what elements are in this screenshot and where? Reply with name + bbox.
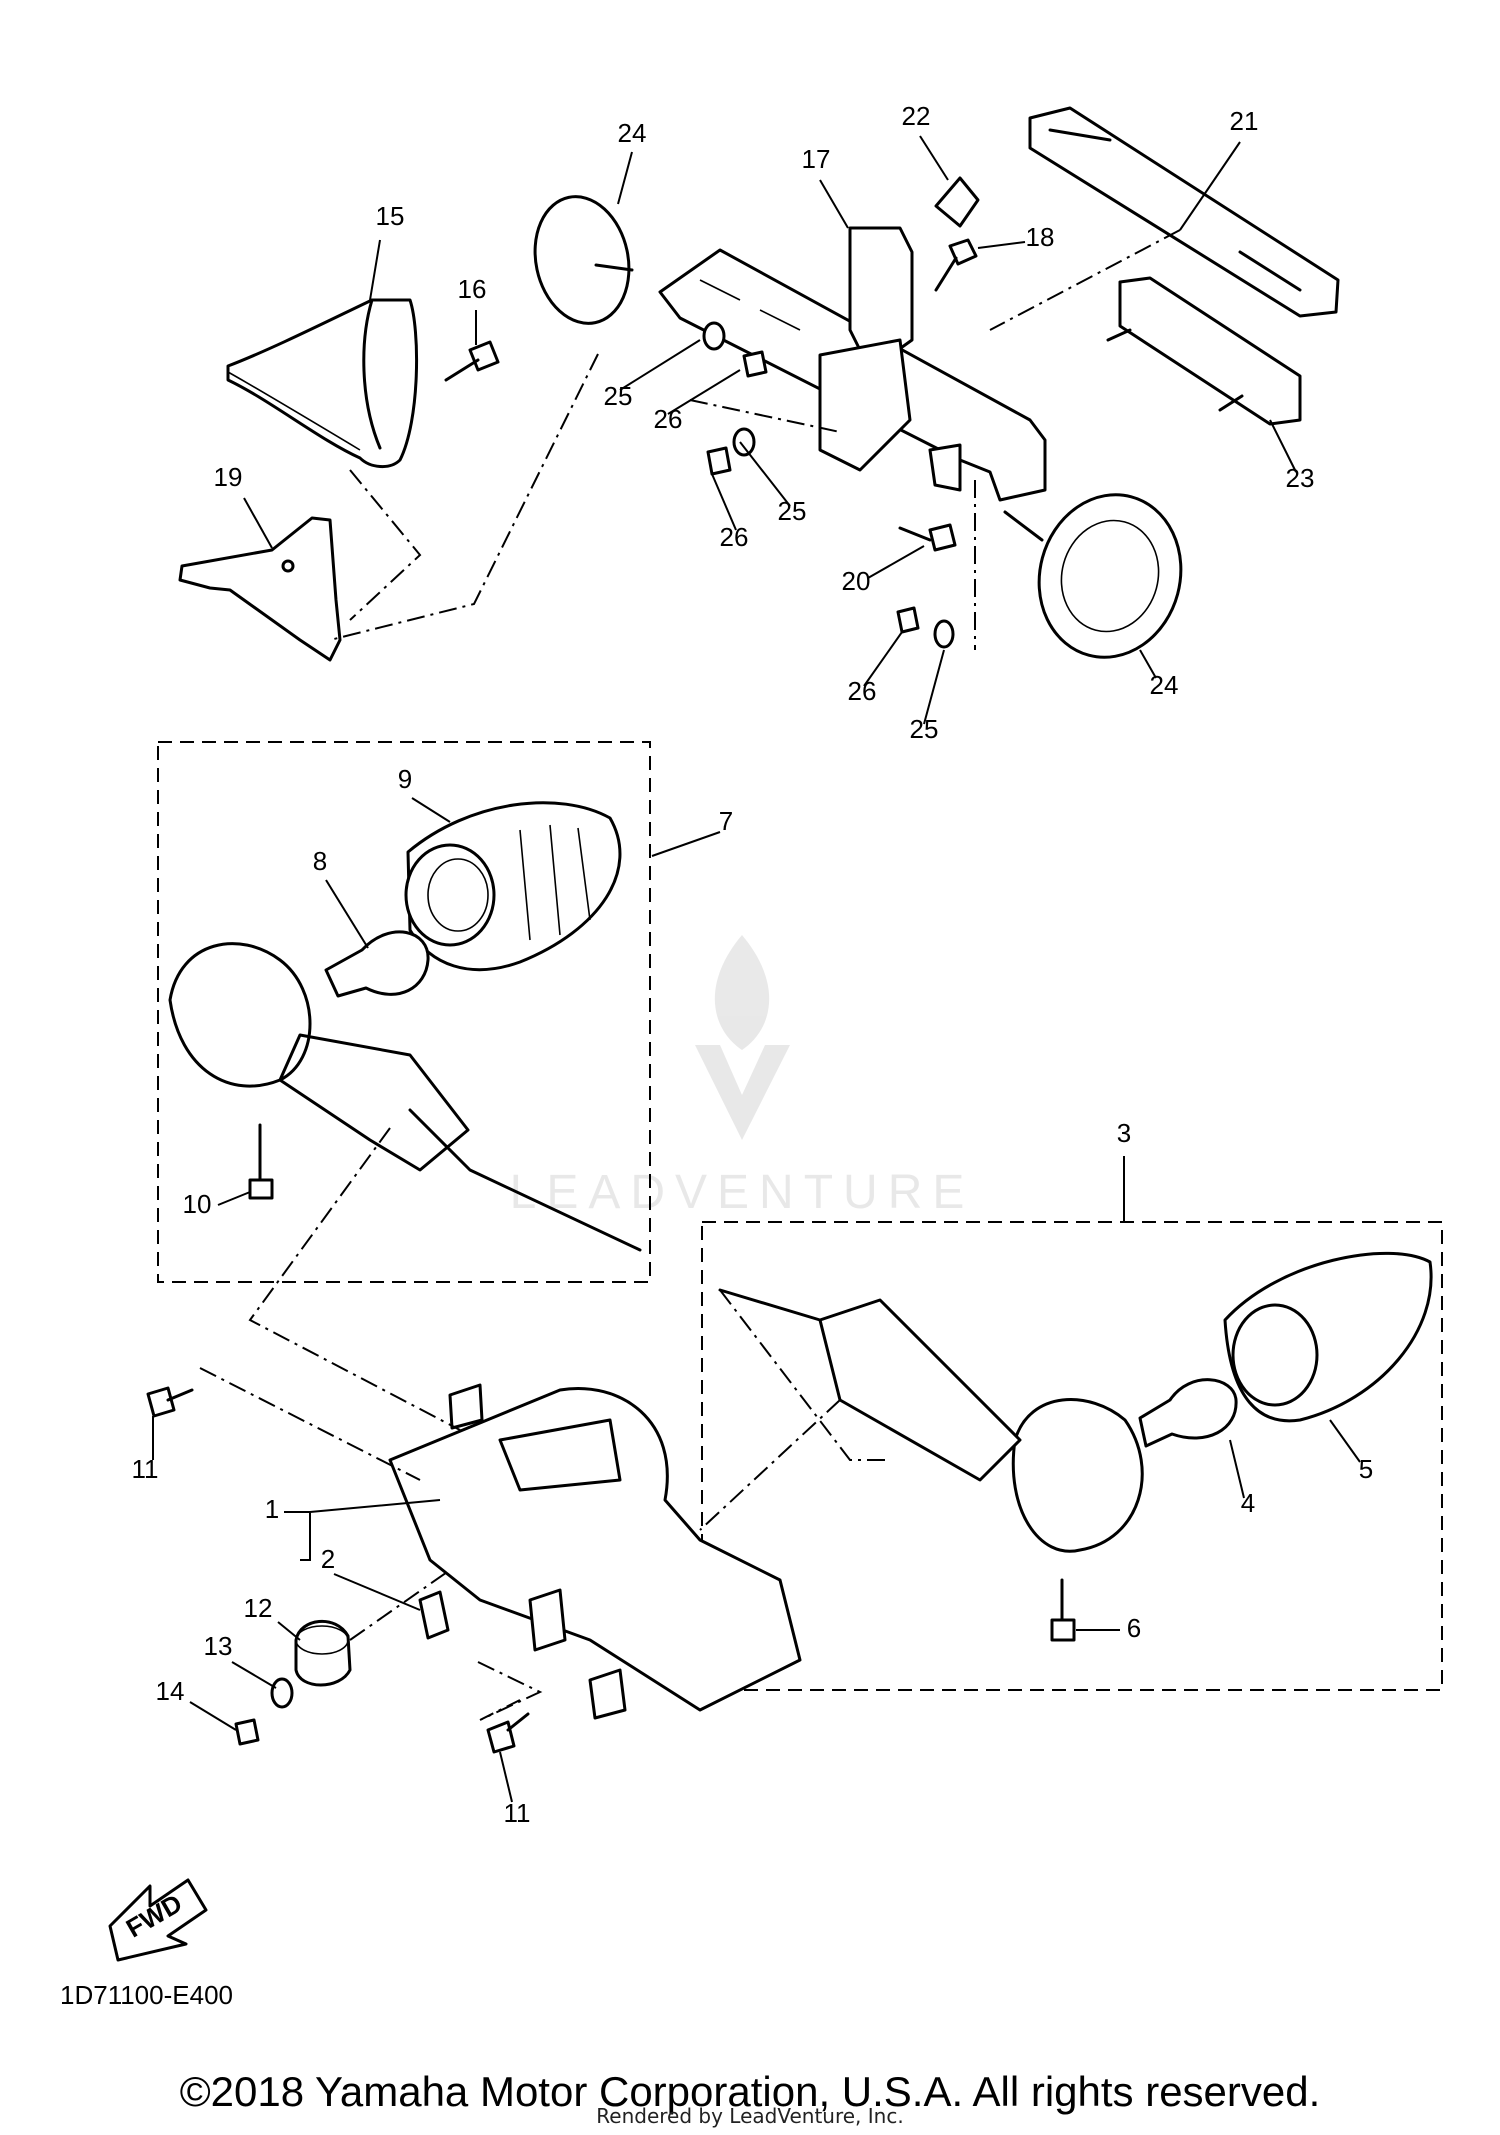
assembly-line-lower-4 (477, 1661, 543, 1721)
callout-c4: 4 (1241, 1488, 1255, 1518)
assembly-line-upper-2 (349, 469, 422, 621)
part-22-nut (934, 176, 980, 228)
callout-c22: 22 (902, 101, 931, 131)
part-20-bolt (898, 523, 957, 552)
callout-c3: 3 (1117, 1118, 1131, 1148)
callout-c21: 21 (1230, 106, 1259, 136)
callout-c6: 6 (1127, 1613, 1141, 1643)
callout-c11a: 11 (132, 1454, 159, 1484)
callout-c26b: 26 (720, 522, 749, 552)
callout-c1: 1 (265, 1494, 279, 1524)
part-9-lens (404, 801, 622, 972)
part-2-collar (418, 1590, 450, 1640)
parts-25-26-fasteners (702, 321, 955, 649)
part-6-screw (1050, 1578, 1076, 1642)
part-24-reflector-left (533, 195, 634, 325)
callout-c20: 20 (842, 566, 871, 596)
callout-c25b: 25 (778, 496, 807, 526)
copyright-notice: ©2018 Yamaha Motor Corporation, U.S.A. A… (179, 2068, 1321, 2115)
diagram-code: 1D71100-E400 (60, 1980, 233, 2010)
part-21-plate (1028, 106, 1340, 318)
assembly-box-7 (157, 741, 651, 1283)
part-16-bolt (444, 340, 500, 382)
fwd-arrow-icon: FWD (108, 1878, 208, 1962)
callout-c14: 14 (156, 1676, 185, 1706)
callout-c24a: 24 (618, 118, 647, 148)
callout-c13: 13 (204, 1631, 233, 1661)
assembly-line-lower-3 (349, 1569, 451, 1641)
part-14-bolt (234, 1718, 260, 1746)
part-11-bolt-top (146, 1386, 194, 1418)
callout-c11b: 11 (504, 1798, 531, 1828)
callout-labels: 1234567891011111213141516171819202122232… (132, 101, 1374, 1828)
callout-c9: 9 (398, 764, 412, 794)
callout-c25a: 25 (604, 381, 633, 411)
callout-c5: 5 (1359, 1454, 1373, 1484)
leader-lines (152, 135, 1361, 1803)
part-12-damper (294, 1620, 352, 1687)
callout-c18: 18 (1026, 222, 1055, 252)
part-3-signal-body-right (718, 1288, 1144, 1553)
callout-c23: 23 (1286, 463, 1315, 493)
assembly-box-3 (701, 1221, 1443, 1691)
part-10-screw (248, 1123, 274, 1200)
part-8-bulb (324, 930, 430, 998)
part-5-lens (1223, 1251, 1433, 1423)
assembly-line-lower-5 (699, 1399, 841, 1531)
part-17-bracket-main (658, 226, 1047, 502)
part-15-cover (226, 298, 419, 468)
assembly-line-upper-3 (689, 399, 841, 433)
part-13-washer (270, 1677, 294, 1709)
watermark-text: LEADVENTURE (510, 1166, 975, 1219)
assembly-line-lower-6 (719, 1289, 890, 1461)
leadventure-watermark: LEADVENTURE (510, 935, 975, 1219)
part-23-reflector-block (1106, 276, 1302, 426)
assembly-line-upper-1 (329, 353, 599, 641)
callout-c8: 8 (313, 846, 327, 876)
callout-c17: 17 (802, 144, 831, 174)
assembly-line-upper-4 (989, 229, 1181, 331)
callout-c10: 10 (183, 1189, 212, 1219)
rendered-by-credit: Rendered by LeadVenture, Inc. (596, 2104, 904, 2128)
part-11-bolt-bottom (486, 1712, 530, 1754)
assembly-line-lower-2 (199, 1367, 421, 1481)
part-24-reflector-right (1003, 493, 1183, 659)
callout-c7: 7 (719, 806, 733, 836)
callout-c26c: 26 (848, 676, 877, 706)
callout-c15: 15 (376, 201, 405, 231)
assembly-line-lower-1 (248, 1127, 461, 1431)
part-19-bracket (178, 516, 342, 662)
callout-c25c: 25 (910, 714, 939, 744)
part-7-signal-body-left (168, 942, 642, 1252)
callout-c26a: 26 (654, 404, 683, 434)
part-18-bolt (934, 238, 978, 292)
callout-c19: 19 (214, 462, 243, 492)
callout-c16: 16 (458, 274, 487, 304)
callout-c12: 12 (244, 1593, 273, 1623)
callout-c2: 2 (321, 1544, 335, 1574)
callout-c24b: 24 (1150, 670, 1179, 700)
part-4-bulb (1138, 1378, 1238, 1448)
part-1-signal-mount (388, 1383, 802, 1720)
